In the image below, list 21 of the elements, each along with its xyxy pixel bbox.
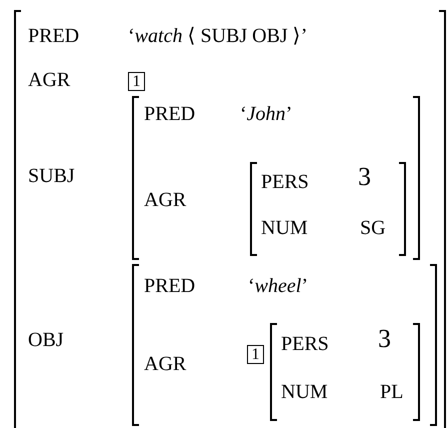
feature-value: SG: [360, 218, 386, 238]
feature-name: AGR: [144, 190, 186, 210]
feature-name: PERS: [281, 334, 329, 354]
feature-name: PERS: [261, 172, 309, 192]
feature-name: AGR: [144, 354, 186, 374]
feature-name: PRED: [144, 104, 196, 124]
feature-name: PRED: [144, 276, 196, 296]
feature-value: ‘John’: [240, 104, 292, 124]
feature-value: 3: [378, 326, 391, 352]
feature-name: OBJ: [28, 330, 64, 350]
feature-name: SUBJ: [28, 166, 75, 186]
feature-name: PRED: [28, 26, 80, 46]
feature-value: ‘wheel’: [248, 276, 308, 296]
feature-value: PL: [380, 382, 404, 402]
feature-name: AGR: [28, 70, 70, 90]
tag-box: 1: [247, 345, 264, 364]
feature-value: ‘watch ⟨ SUBJ OBJ ⟩’: [128, 26, 308, 46]
feature-name: NUM: [261, 218, 308, 238]
tag-box: 1: [128, 72, 145, 91]
feature-value: 3: [358, 164, 371, 190]
feature-name: NUM: [281, 382, 328, 402]
